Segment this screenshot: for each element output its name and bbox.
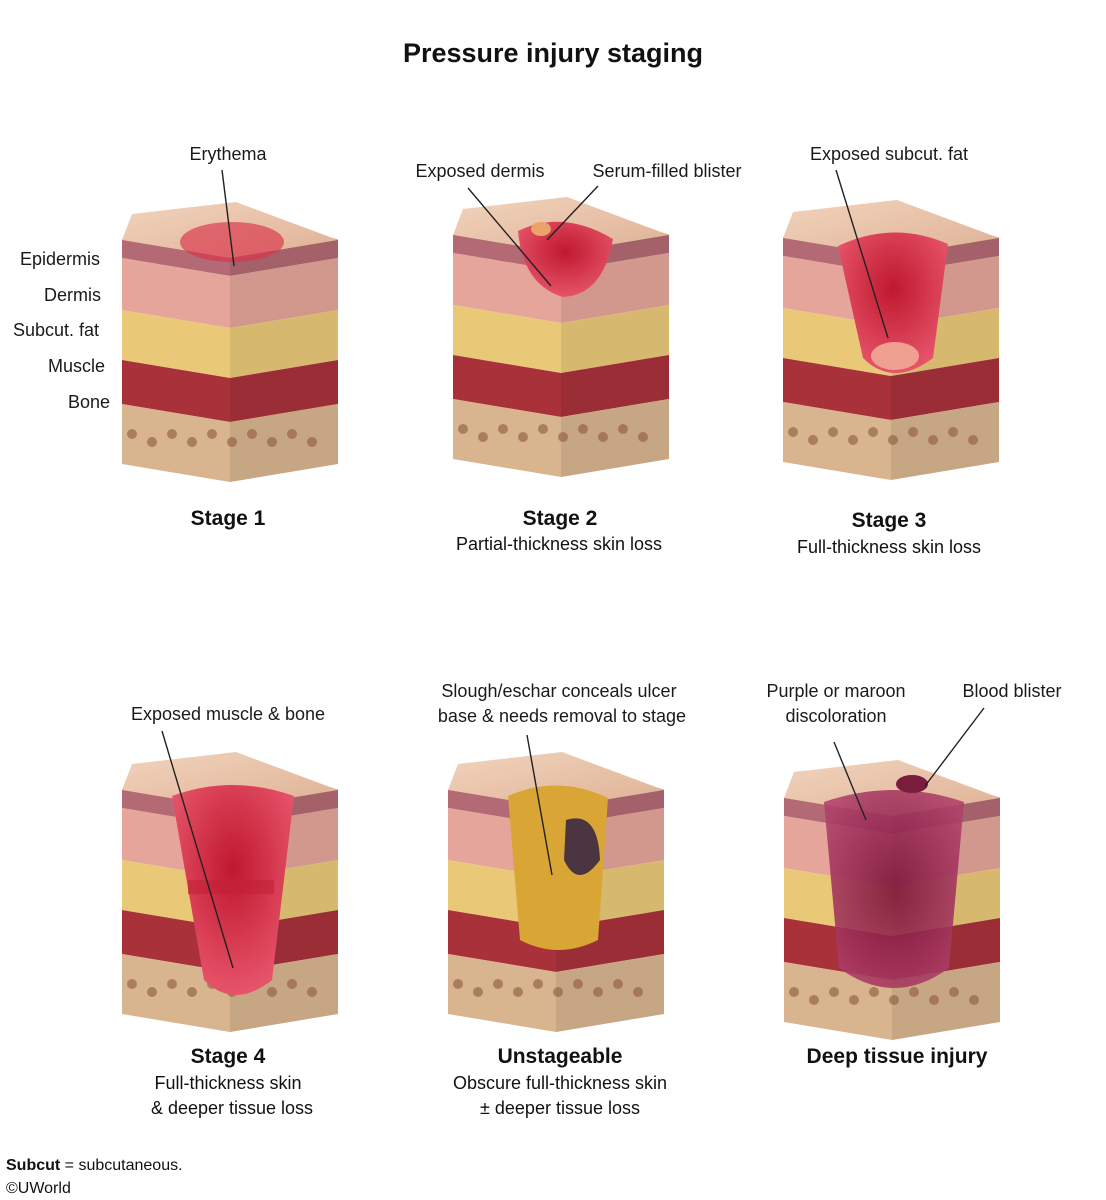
unstageable-title: Unstageable (497, 1045, 623, 1068)
callout-exposed-subcut-fat: Exposed subcut. fat (809, 144, 969, 164)
blood-blister (896, 775, 928, 793)
callout-erythema: Erythema (189, 144, 267, 164)
tissue-block-stage4 (121, 752, 339, 1032)
fat-layer-front (122, 310, 230, 378)
callout-serum-blister: Serum-filled blister (592, 161, 742, 181)
muscle-layer-side (561, 355, 669, 417)
fat-layer-side (230, 310, 338, 378)
footnote-definition: = subcutaneous. (60, 1157, 183, 1174)
tissue-block-stage1 (121, 202, 339, 482)
unstageable-desc-2: ± deeper tissue loss (480, 1098, 640, 1118)
stage-4-desc-1: Full-thickness skin (154, 1073, 302, 1093)
tissue-block-dti (783, 760, 1001, 1040)
footnote: Subcut = subcutaneous. (6, 1157, 183, 1175)
label-dermis: Dermis (44, 285, 101, 305)
callout-purple-line2: discoloration (785, 706, 887, 726)
fat-layer-front (453, 305, 561, 373)
tissue-block-unstageable (447, 752, 665, 1032)
bone-layer-front (783, 402, 891, 480)
muscle-layer-front (783, 358, 891, 420)
wound-bed (518, 221, 613, 297)
epidermis-layer-side (230, 240, 338, 276)
callout-purple-line1: Purple or maroon (766, 681, 906, 701)
serum-blister (531, 222, 551, 236)
stage-4-desc-2: & deeper tissue loss (150, 1098, 314, 1118)
callout-exposed-muscle-bone: Exposed muscle & bone (130, 704, 326, 724)
dermis-layer-front (122, 258, 230, 328)
purple-discoloration (824, 790, 964, 988)
dermis-layer-side (230, 258, 338, 328)
tissue-block-stage2 (452, 197, 670, 477)
bone-layer-front (448, 954, 556, 1032)
dti-title: Deep tissue injury (806, 1045, 988, 1068)
muscle-layer-front (453, 355, 561, 417)
bone-layer-side (230, 404, 338, 482)
eschar-dark (564, 818, 600, 875)
epidermis-layer-front (122, 240, 230, 276)
stage-2-title: Stage 2 (522, 507, 598, 530)
callout-blood-blister: Blood blister (962, 681, 1062, 701)
leader-lines (161, 169, 985, 969)
callout-exposed-dermis: Exposed dermis (415, 161, 545, 181)
erythema-area (180, 222, 284, 262)
copyright: ©UWorld (6, 1180, 71, 1197)
label-subcut-fat: Subcut. fat (13, 320, 100, 340)
muscle-layer-side (891, 358, 999, 420)
stage-3-desc: Full-thickness skin loss (796, 537, 982, 557)
muscle-layer-side (230, 360, 338, 422)
fat-layer-side (561, 305, 669, 373)
bone-layer-front (453, 399, 561, 477)
bone-layer-side (561, 399, 669, 477)
label-bone: Bone (68, 392, 111, 412)
tissue-block-stage3 (782, 200, 1000, 480)
stage-3-title: Stage 3 (851, 509, 927, 532)
unstageable-desc-1: Obscure full-thickness skin (452, 1073, 668, 1093)
bone-layer-side (556, 954, 664, 1032)
callout-slough-line2: base & needs removal to stage (437, 706, 687, 726)
label-epidermis: Epidermis (20, 249, 101, 269)
bone-layer-front (122, 404, 230, 482)
stage-1-title: Stage 1 (190, 507, 266, 530)
bone-layer-side (891, 402, 999, 480)
callout-slough-line1: Slough/eschar conceals ulcer (441, 681, 677, 701)
exposed-fat (871, 342, 919, 370)
stage-4-title: Stage 4 (190, 1045, 266, 1068)
page-title: Pressure injury staging (402, 38, 704, 68)
muscle-layer-front (122, 360, 230, 422)
footnote-term: Subcut (6, 1157, 61, 1174)
stage-2-desc: Partial-thickness skin loss (455, 534, 663, 554)
label-muscle: Muscle (48, 356, 106, 376)
